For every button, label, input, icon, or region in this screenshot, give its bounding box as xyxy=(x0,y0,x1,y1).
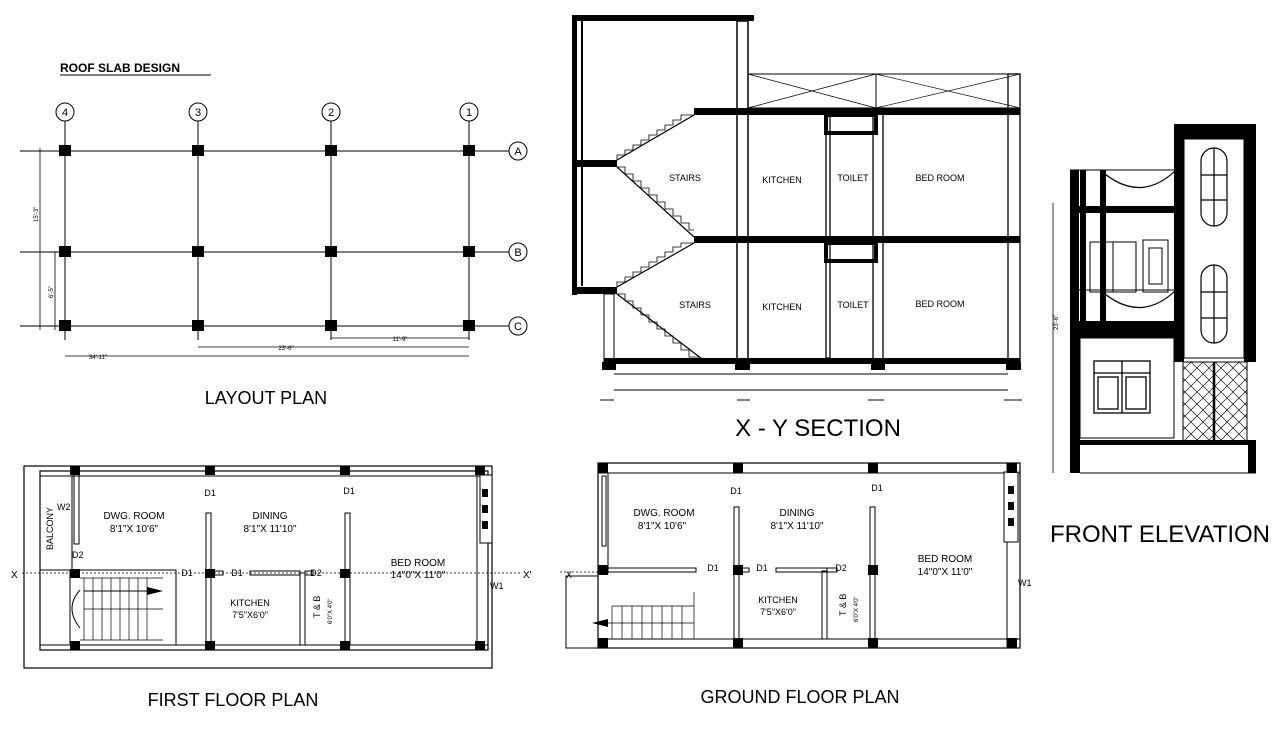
elevation-jali-pattern xyxy=(1182,361,1248,443)
section-lower-stairs: STAIRS xyxy=(679,300,711,310)
roof-slab-heading: ROOF SLAB DESIGN xyxy=(60,61,180,75)
dim-11-9: 11'-9" xyxy=(393,337,408,343)
front-elevation: 23'-6" xyxy=(1050,124,1270,548)
ff-d2-mid: D2 xyxy=(310,568,322,578)
gf-d2: D2 xyxy=(835,563,847,573)
elevation-title: FRONT ELEVATION xyxy=(1050,521,1270,548)
structural-columns xyxy=(59,145,475,331)
gf-dwg-name: DWG. ROOM xyxy=(633,508,694,519)
ff-bed-name: BED ROOM xyxy=(391,558,445,569)
section-lower-kitchen: KITCHEN xyxy=(762,302,802,312)
grid-label-3: 3 xyxy=(195,107,201,119)
gf-dining-size: 8'1"X 11'10" xyxy=(771,521,824,532)
ff-w2-label: W2 xyxy=(57,502,71,512)
layout-plan: ROOF SLAB DESIGN 4 3 2 1 A B C xyxy=(20,61,528,408)
dim-34-11: 34'-11" xyxy=(89,355,107,361)
section-lower-toilet: TOILET xyxy=(837,300,869,310)
ff-dwg-size: 8'1"X 10'6" xyxy=(110,524,159,535)
gf-tb-name: T & B xyxy=(838,594,848,616)
section-title: X - Y SECTION xyxy=(735,415,901,442)
gf-bed-size: 14"0"X 11'0" xyxy=(918,567,973,578)
gf-kitchen-name: KITCHEN xyxy=(758,595,798,605)
section-upper-stairs: STAIRS xyxy=(669,173,701,183)
grid-lines xyxy=(20,121,509,340)
section-stair-flights xyxy=(616,114,707,363)
ff-title: FIRST FLOOR PLAN xyxy=(148,690,319,710)
gf-kitchen-size: 7'5"X6'0" xyxy=(760,607,796,617)
ff-d1-a: D1 xyxy=(204,488,216,498)
grid-label-a: A xyxy=(514,146,522,158)
first-floor-plan: BALCONY W2 D2 DWG. ROOM 8'1"X 10'6" DINI… xyxy=(11,465,532,710)
ff-d1-b: D1 xyxy=(343,486,355,496)
gf-d1-d: D1 xyxy=(756,563,768,573)
ff-d1-d: D1 xyxy=(231,568,243,578)
grid-label-c: C xyxy=(514,321,522,333)
ff-bed-size: 14"0"X 11'0" xyxy=(391,570,446,581)
gf-d1-c: D1 xyxy=(707,563,719,573)
ff-dining-name: DINING xyxy=(253,511,288,522)
grid-bubbles-rows: A B C xyxy=(508,141,528,336)
ff-d1-c: D1 xyxy=(181,568,193,578)
ff-w1: W1 xyxy=(490,581,504,591)
dim-6-5: 6'-5" xyxy=(49,286,55,298)
xy-section: STAIRS KITCHEN TOILET BED ROOM STAIRS KI… xyxy=(572,15,1022,442)
ff-x-left: X xyxy=(11,570,18,581)
gf-d1-a: D1 xyxy=(730,486,742,496)
grid-label-2: 2 xyxy=(328,107,334,119)
dim-23-6: 23'-6" xyxy=(278,346,293,352)
ff-tb-size: 6'0"X 4'0" xyxy=(328,598,334,624)
section-upper-bed: BED ROOM xyxy=(915,173,964,183)
gf-title: GROUND FLOOR PLAN xyxy=(700,687,899,707)
ff-kitchen-name: KITCHEN xyxy=(230,598,270,608)
ff-dwg-name: DWG. ROOM xyxy=(103,511,164,522)
ground-floor-plan: DWG. ROOM 8'1"X 10'6" DINING 8'1"X 11'10… xyxy=(560,462,1032,707)
ff-balcony-label: BALCONY xyxy=(45,507,55,550)
ff-x-right: X' xyxy=(523,570,532,581)
grid-label-1: 1 xyxy=(466,107,472,119)
gf-w1: W1 xyxy=(1018,578,1032,588)
gf-bed-name: BED ROOM xyxy=(918,554,972,565)
gf-dwg-size: 8'1"X 10'6" xyxy=(638,521,687,532)
gf-tb-size: 6'0"X 4'0" xyxy=(854,596,860,622)
ff-tb-name: T & B xyxy=(312,596,322,618)
grid-label-4: 4 xyxy=(62,107,68,119)
gf-d1-b: D1 xyxy=(871,483,883,493)
section-upper-toilet: TOILET xyxy=(837,173,869,183)
section-lower-bed: BED ROOM xyxy=(915,299,964,309)
ff-d2-left-label: D2 xyxy=(72,550,84,560)
layout-plan-title: LAYOUT PLAN xyxy=(205,388,327,408)
grid-bubbles-columns: 4 3 2 1 xyxy=(55,102,479,122)
grid-label-b: B xyxy=(514,247,521,259)
gf-x-left: X xyxy=(566,570,572,580)
ff-kitchen-size: 7'5"X6'0" xyxy=(232,610,268,620)
section-upper-kitchen: KITCHEN xyxy=(762,175,802,185)
dim-15-3: 15'-3" xyxy=(34,207,40,222)
elevation-height-dim: 23'-6" xyxy=(1054,315,1060,330)
ff-dining-size: 8'1"X 11'10" xyxy=(244,524,297,535)
dimension-lines xyxy=(39,148,469,357)
gf-dining-name: DINING xyxy=(780,508,815,519)
